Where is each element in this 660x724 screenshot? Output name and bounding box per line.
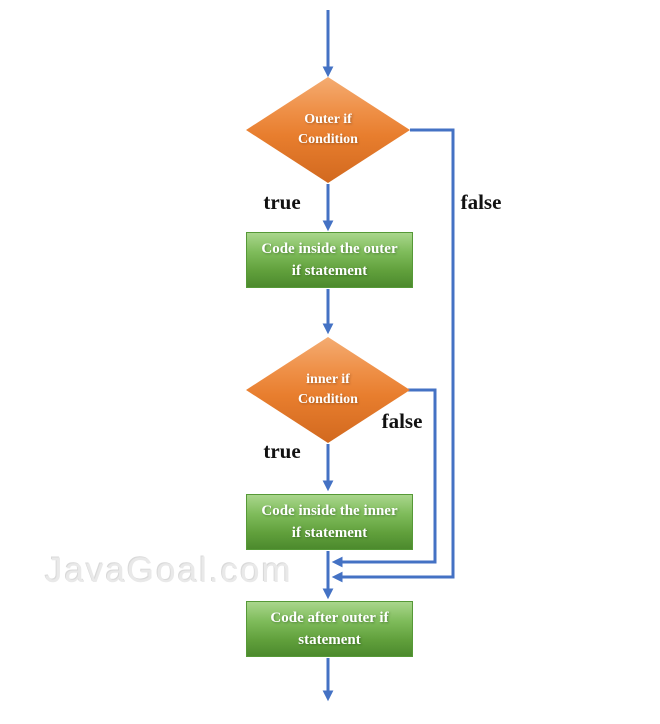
- arrow-inner-false: [331, 388, 437, 568]
- inner-false-label: false: [381, 409, 423, 433]
- javagoal-watermark: JavaGoal.com: [45, 551, 293, 590]
- inner-true-label: true: [263, 439, 301, 463]
- outer-if-code-box: Code inside the outer if statement: [246, 232, 413, 288]
- inner-if-code-box: Code inside the inner if statement: [246, 494, 413, 550]
- after-outer-if-code-box: Code after outer if statement: [246, 601, 413, 657]
- arrow-outer-false: [331, 128, 455, 583]
- outer-true-label: true: [263, 190, 301, 214]
- outer-false-label: false: [460, 190, 502, 214]
